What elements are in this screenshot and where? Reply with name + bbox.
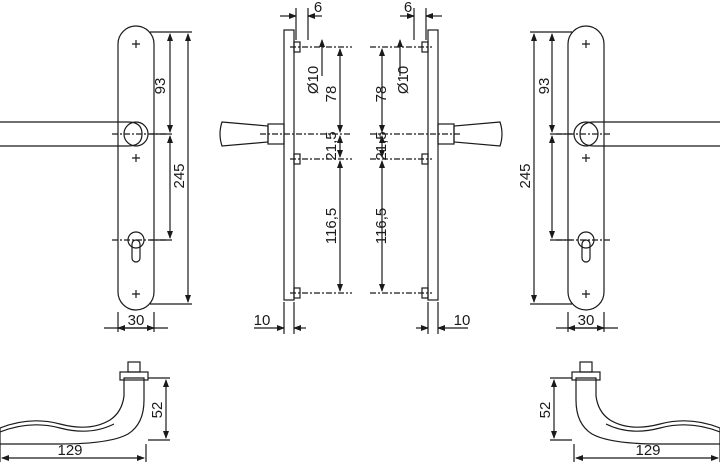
dim-129-left: 129 [57,442,82,459]
lever-profile-right [550,361,720,462]
side-plate-right [427,29,439,301]
dim-129-right: 129 [635,442,660,459]
dim-52-right: 52 [537,402,554,419]
front-view-left [0,25,192,332]
front-plate-right [567,25,605,311]
dim-6-left: 6 [314,0,322,16]
front-view-right [530,25,720,332]
keyhole-right [577,231,595,263]
front-plate-left [117,25,155,311]
side-view-right [370,8,503,334]
dim-116-5-right: 116,5 [373,208,390,244]
side-plate-left [283,29,295,301]
dim-78-right: 78 [373,86,390,103]
dim-78-left: 78 [323,86,340,103]
lever-side-left [219,121,269,147]
side-view-left [219,8,352,334]
dim-30-right: 30 [578,312,595,329]
dim-21-5-left: 21,5 [323,131,340,160]
lever-side-right [453,121,503,147]
dim-dia10-left: Ø10 [305,66,322,94]
dim-93-left: 93 [152,78,169,95]
dim-52-left: 52 [149,402,166,419]
dim-245-left: 245 [171,163,188,188]
dim-30-left: 30 [128,312,145,329]
dim-10-right: 10 [454,312,471,329]
dim-116-5-left: 116,5 [323,208,340,244]
dim-245-right: 245 [517,163,534,188]
dim-93-right: 93 [536,78,553,95]
keyhole-left [127,231,145,263]
dim-dia10-right: Ø10 [395,66,412,94]
dim-6-right: 6 [404,0,412,16]
lever-profile-left [0,361,170,462]
dim-21-5-right: 21,5 [373,131,390,160]
dim-10-left: 10 [254,312,271,329]
